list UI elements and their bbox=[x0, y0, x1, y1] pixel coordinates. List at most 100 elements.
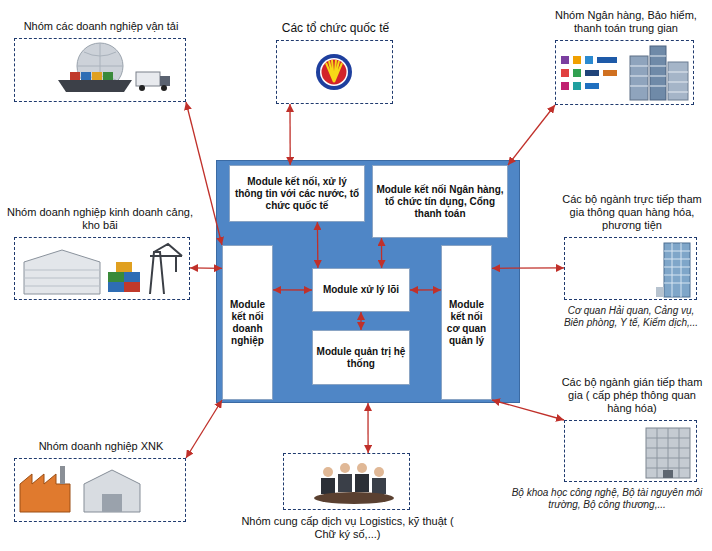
module-box: Module xử lý lõi bbox=[312, 268, 410, 312]
container bbox=[103, 72, 113, 80]
head bbox=[357, 463, 367, 473]
connector-arrow bbox=[186, 102, 222, 245]
emblem-ring bbox=[316, 54, 352, 90]
tower bbox=[664, 243, 690, 297]
module-box: Module kết nối cơ quan quản lý bbox=[441, 245, 492, 400]
actor-box: Nhóm cung cấp dịch vụ Logistics, kỹ thuậ… bbox=[283, 453, 410, 510]
table bbox=[314, 492, 394, 504]
bank-logo bbox=[585, 56, 593, 64]
rice-stalks bbox=[326, 60, 342, 82]
connector-arrow bbox=[492, 267, 564, 269]
module-box: Module kết nối, xử lý thông tin với các … bbox=[229, 165, 365, 222]
building bbox=[650, 46, 666, 100]
connector-arrow bbox=[492, 400, 564, 420]
door bbox=[663, 470, 673, 478]
warehouse bbox=[24, 250, 100, 294]
module-box: Module quản trị hệ thống bbox=[312, 330, 410, 385]
building bbox=[630, 56, 648, 100]
container bbox=[124, 282, 140, 292]
heading-text: Các tổ chức quốc tế bbox=[255, 21, 416, 35]
head bbox=[340, 463, 350, 473]
system-box: Module kết nối, xử lý thông tin với các … bbox=[216, 160, 520, 403]
head bbox=[374, 467, 384, 477]
heading-text: Nhóm Ngân hàng, Bảo hiểm, thanh toán tru… bbox=[546, 9, 706, 35]
building bbox=[668, 62, 688, 100]
heading-text: Nhóm cung cấp dịch vụ Logistics, kỹ thuậ… bbox=[237, 515, 458, 541]
container bbox=[124, 272, 140, 282]
port-icon bbox=[24, 244, 182, 294]
bank-logo bbox=[561, 56, 569, 64]
connector-arrow bbox=[317, 222, 319, 268]
connector-arrow bbox=[410, 289, 441, 290]
connector-arrow bbox=[186, 400, 222, 458]
actor-box: Nhóm Ngân hàng, Bảo hiểm, thanh toán tru… bbox=[555, 40, 694, 105]
connector-arrow bbox=[190, 267, 222, 269]
chimney bbox=[60, 466, 65, 484]
actor-box: Nhóm doanh nghiệp kinh doanh cảng, kho b… bbox=[14, 237, 190, 300]
windows bbox=[664, 243, 690, 297]
bank-logo bbox=[573, 82, 581, 90]
bank-icons bbox=[561, 46, 688, 100]
bank-logo bbox=[603, 70, 617, 76]
head bbox=[323, 467, 333, 477]
bank-logo bbox=[561, 69, 569, 77]
wheel bbox=[139, 85, 145, 91]
module-label: Module kết nối Ngân hàng, tổ chức tín dụ… bbox=[375, 184, 505, 220]
bank-logo bbox=[597, 57, 617, 63]
container bbox=[70, 72, 80, 80]
warehouse bbox=[84, 470, 140, 512]
actor-box: Nhóm doanh nghiệp XNK bbox=[14, 458, 186, 522]
warehouse-door bbox=[102, 494, 122, 512]
actor-box: Các tổ chức quốc tế bbox=[276, 40, 393, 104]
connector-arrow bbox=[367, 403, 368, 453]
ship-hull bbox=[58, 80, 132, 92]
body bbox=[355, 474, 369, 492]
transport-icon bbox=[58, 43, 170, 92]
caption-text: Bộ khoa học công nghệ, Bộ tài nguyên môi… bbox=[507, 487, 707, 511]
module-label: Module quản trị hệ thống bbox=[315, 346, 407, 370]
module-label: Module kết nối cơ quan quản lý bbox=[444, 299, 489, 347]
body bbox=[338, 474, 352, 492]
heading-text: Các bộ ngành gián tiếp tham gia ( cấp ph… bbox=[561, 376, 703, 415]
bank-logo bbox=[573, 56, 581, 64]
annex bbox=[656, 287, 664, 297]
connector-arrow bbox=[289, 104, 291, 165]
meeting-icon bbox=[314, 463, 394, 504]
body bbox=[372, 478, 386, 494]
windows bbox=[630, 56, 688, 92]
actor-box: Các bộ ngành trực tiếp tham gia thông qu… bbox=[564, 237, 697, 300]
module-label: Module kết nối, xử lý thông tin với các … bbox=[232, 176, 362, 212]
bank-logo bbox=[573, 69, 581, 77]
body bbox=[321, 478, 335, 494]
bank-logo bbox=[585, 70, 599, 76]
truck-body bbox=[136, 72, 160, 86]
connector-arrow bbox=[381, 238, 382, 268]
actor-box: Nhóm các doanh nghiệp vận tải bbox=[14, 38, 186, 102]
asean-emblem bbox=[316, 54, 352, 90]
container bbox=[116, 262, 132, 272]
truck-cab bbox=[160, 76, 170, 86]
actor-box: Các bộ ngành gián tiếp tham gia ( cấp ph… bbox=[564, 420, 697, 482]
heading-text: Nhóm doanh nghiệp kinh doanh cảng, kho b… bbox=[7, 206, 193, 232]
office-icon bbox=[646, 428, 690, 478]
module-label: Module kết nối doanh nghiệp bbox=[225, 299, 270, 347]
bank-logo bbox=[585, 83, 599, 89]
connector-arrow bbox=[508, 105, 555, 165]
container bbox=[108, 272, 124, 282]
bank-logo bbox=[561, 82, 569, 90]
container bbox=[108, 282, 124, 292]
heading-text: Các bộ ngành trực tiếp tham gia thông qu… bbox=[561, 193, 703, 232]
tower-icon bbox=[656, 243, 690, 297]
caption-text: Cơ quan Hải quan, Cảng vụ, Biên phòng, Y… bbox=[557, 305, 705, 329]
crane bbox=[150, 244, 182, 294]
heading-text: Nhóm doanh nghiệp XNK bbox=[15, 440, 187, 453]
container bbox=[81, 72, 91, 80]
module-label: Module xử lý lõi bbox=[323, 284, 399, 296]
heading-text: Nhóm các doanh nghiệp vận tải bbox=[15, 20, 187, 33]
module-box: Module kết nối doanh nghiệp bbox=[222, 245, 273, 400]
emblem-white bbox=[320, 58, 348, 86]
module-box: Module kết nối Ngân hàng, tổ chức tín dụ… bbox=[372, 165, 508, 238]
office bbox=[646, 428, 690, 478]
